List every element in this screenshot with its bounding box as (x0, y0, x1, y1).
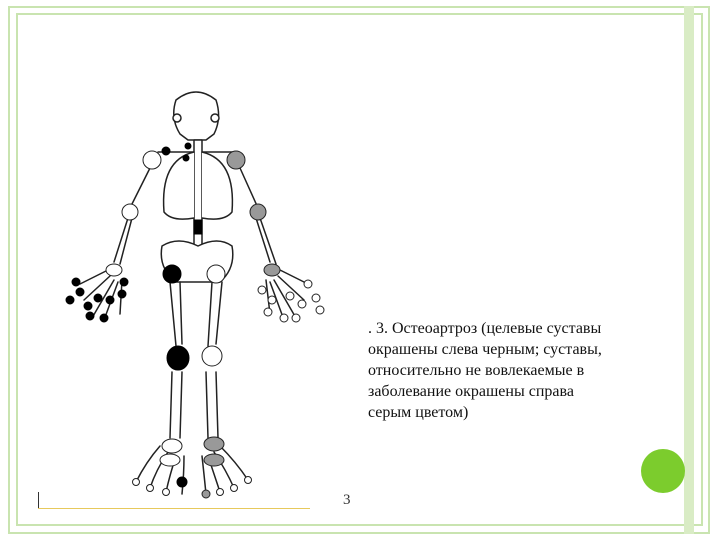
slide-number: 3 (343, 492, 351, 508)
joint-elbow-left (121, 203, 139, 221)
joint-toe-left (176, 476, 188, 488)
toe-joint-l3 (162, 488, 170, 496)
finger-joint-l2 (75, 287, 85, 297)
femur-right (207, 281, 223, 347)
toe-joint-r3 (216, 488, 224, 496)
slide-border-outer (8, 6, 710, 534)
accent-dot (641, 449, 685, 493)
jaw-joint-left (172, 113, 182, 123)
joint-sternal-left (182, 154, 190, 162)
finger-joint-r1 (303, 279, 313, 289)
rib-cage-right (201, 151, 234, 220)
joint-acromio-left (161, 146, 171, 156)
joint-wrist-left (105, 263, 123, 277)
toe-joint-l2 (146, 484, 154, 492)
joint-cervical (184, 142, 192, 150)
hand-right (265, 269, 309, 321)
toe-joint-r1 (244, 476, 252, 484)
finger-joint-r10 (315, 305, 325, 315)
hand-left (79, 269, 123, 321)
rib-cage-left (162, 151, 195, 220)
caption-line-1: . 3. Остеоартроз (целевые суставы (368, 320, 602, 337)
caption-line-4: заболевание окрашены справа (368, 383, 574, 400)
tibia-right (205, 371, 219, 439)
joint-hip-right (206, 264, 226, 284)
toe-joint-l1 (132, 478, 140, 486)
figure-caption: . 3. Остеоартроз (целевые суставы окраше… (368, 318, 678, 423)
slide-border-inner (16, 13, 703, 526)
foot-left (135, 445, 185, 495)
caption-line-3: относительно не вовлекаемые в (368, 362, 585, 379)
joint-midfoot-right (203, 453, 225, 467)
caption-line-5: серым цветом) (368, 404, 469, 421)
joint-knee-right (201, 345, 223, 367)
skeleton-diagram (65, 91, 325, 499)
toe-joint-r4 (201, 489, 211, 499)
toe-joint-r2 (230, 484, 238, 492)
joint-ankle-left (161, 438, 183, 454)
joint-elbow-right (249, 203, 267, 221)
humerus-right (239, 167, 259, 209)
finger-joint-l8 (117, 289, 127, 299)
joint-knee-left (166, 345, 190, 371)
finger-joint-r2 (311, 293, 321, 303)
finger-joint-r4 (285, 291, 295, 301)
finger-joint-r5 (291, 313, 301, 323)
finger-joint-l6 (99, 313, 109, 323)
finger-joint-r7 (267, 295, 277, 305)
finger-joint-l4 (93, 293, 103, 303)
caption-line-2: окрашены слева черным; суставы, (368, 341, 602, 358)
finger-joint-r6 (279, 313, 289, 323)
finger-joint-l5 (85, 311, 95, 321)
tibia-left (169, 371, 183, 439)
jaw-joint-right (210, 113, 220, 123)
joint-hip-left (162, 264, 182, 284)
finger-joint-l10 (71, 277, 81, 287)
finger-joint-l3 (83, 301, 93, 311)
finger-joint-l7 (105, 295, 115, 305)
finger-joint-r3 (297, 299, 307, 309)
humerus-left (129, 167, 151, 209)
footer-tick (38, 492, 39, 509)
finger-joint-r9 (257, 285, 267, 295)
joint-ankle-right (203, 436, 225, 452)
joint-shoulder-right (226, 150, 246, 170)
finger-joint-r8 (263, 307, 273, 317)
joint-wrist-right (263, 263, 281, 277)
finger-joint-l9 (119, 277, 129, 287)
slide-accent-bar (684, 6, 694, 534)
forearm-left (113, 217, 133, 265)
joint-midfoot-left (159, 453, 181, 467)
footer-line (38, 508, 310, 509)
forearm-right (255, 217, 277, 265)
joint-lumbar (193, 219, 203, 235)
finger-joint-l1 (65, 295, 75, 305)
femur-left (169, 281, 183, 347)
foot-right (201, 445, 249, 495)
joint-shoulder-left (142, 150, 162, 170)
